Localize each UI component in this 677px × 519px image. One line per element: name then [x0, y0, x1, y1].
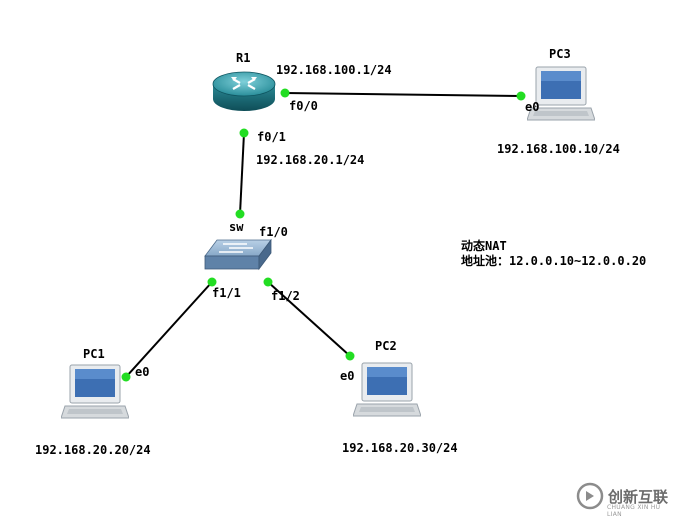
ip-label-pc2: 192.168.20.30/24 [342, 441, 458, 455]
status-dot-sw-f10 [235, 209, 245, 219]
node-label-sw: sw [229, 220, 244, 234]
nat-note: 动态NAT 地址池：12.0.0.10~12.0.0.20 [461, 239, 646, 269]
status-dot-sw-f12 [263, 277, 273, 287]
link-sw-pc1[interactable] [125, 281, 213, 378]
ip-label-r1-f00: 192.168.100.1/24 [276, 63, 392, 77]
nat-note-title: 动态NAT [461, 239, 507, 253]
status-dot-pc3-e0 [516, 91, 526, 101]
interface-label-pc1-e0: e0 [135, 365, 150, 379]
status-dot-r1-f01 [239, 128, 249, 138]
ip-label-r1-f01: 192.168.20.1/24 [256, 153, 365, 167]
interface-label-pc2-e0: e0 [340, 369, 355, 383]
link-r1-sw[interactable] [239, 132, 245, 215]
switch-icon[interactable] [203, 236, 273, 274]
status-dot-sw-f11 [207, 277, 217, 287]
ip-label-pc1: 192.168.20.20/24 [35, 443, 151, 457]
interface-label-r1-f01: f0/1 [257, 130, 286, 144]
link-sw-pc2[interactable] [267, 281, 351, 357]
nat-note-pool: 地址池：12.0.0.10~12.0.0.20 [461, 254, 647, 268]
interface-label-sw-f11: f1/1 [212, 286, 241, 300]
ip-label-pc3: 192.168.100.10/24 [497, 142, 620, 156]
link-r1-pc3[interactable] [284, 92, 522, 97]
status-dot-pc1-e0 [121, 372, 131, 382]
pc-icon-pc3[interactable] [527, 66, 595, 126]
router-icon[interactable] [211, 66, 277, 116]
watermark: 创新互联 CHUANG XIN HU LIAN [576, 482, 669, 518]
node-label-pc1: PC1 [83, 347, 105, 361]
pc-icon-pc2[interactable] [353, 362, 421, 422]
node-label-pc2: PC2 [375, 339, 397, 353]
pc-icon-pc1[interactable] [61, 364, 129, 424]
interface-label-pc3-e0: e0 [525, 100, 540, 114]
watermark-logo-icon [576, 482, 604, 510]
node-label-r1: R1 [236, 51, 251, 65]
watermark-text: 创新互联 [608, 487, 669, 506]
status-dot-r1-f00 [280, 88, 290, 98]
watermark-subtext: CHUANG XIN HU LIAN [607, 504, 661, 518]
node-label-pc3: PC3 [549, 47, 571, 61]
interface-label-r1-f00: f0/0 [289, 99, 318, 113]
status-dot-pc2-e0 [345, 351, 355, 361]
interface-label-sw-f10: f1/0 [259, 225, 288, 239]
interface-label-sw-f12: f1/2 [271, 289, 300, 303]
